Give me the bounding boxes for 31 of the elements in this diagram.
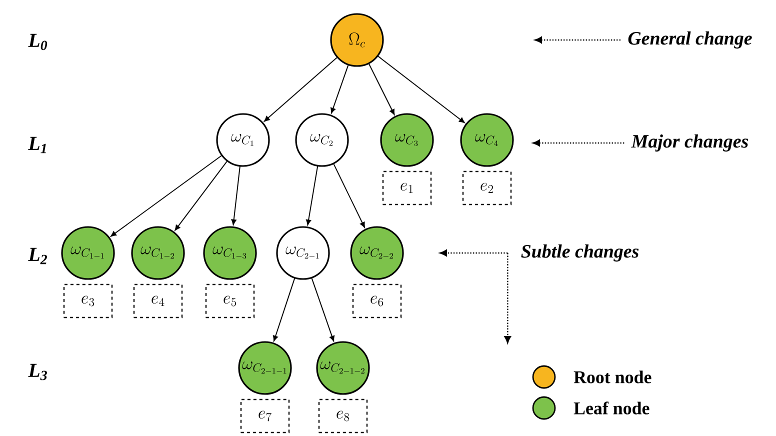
dashed-box: $e_1$ — [382, 170, 432, 206]
arrow — [333, 164, 365, 228]
dashed-box: $e_3$ — [63, 284, 113, 318]
dotted-arrow — [440, 250, 508, 256]
dashed-box: $e_4$ — [133, 284, 183, 318]
level-label: L$_{1}$ — [28, 136, 46, 154]
dashed-box: $e_2$ — [462, 170, 512, 206]
dashed-box: $e_5$ — [205, 284, 255, 318]
annotation-text: General change — [628, 31, 752, 49]
legend-text: Leaf node — [574, 402, 650, 414]
legend-text: Root node — [574, 370, 652, 384]
arrow — [110, 155, 222, 237]
dashed-box: $e_8$ — [318, 398, 368, 434]
arrow — [378, 56, 465, 124]
dashed-box: $e_6$ — [352, 284, 402, 318]
level-label: L$_{0}$ — [28, 34, 48, 50]
annotation-text: Major changes — [631, 134, 748, 152]
arrow — [273, 278, 296, 342]
annotation-text: Subtle changes — [521, 244, 639, 262]
arrow — [368, 63, 395, 115]
dashed-box: $e_7$ — [240, 398, 290, 434]
arrow — [330, 64, 349, 114]
level-label: L$_{3}$ — [28, 364, 47, 380]
dotted-arrow — [532, 140, 624, 146]
arrow — [306, 166, 318, 226]
arrow — [311, 278, 335, 342]
dotted-arrow — [504, 253, 512, 344]
arrow — [264, 57, 338, 122]
dotted-arrow — [534, 36, 620, 44]
arrow — [231, 166, 240, 226]
arrow — [174, 160, 228, 231]
